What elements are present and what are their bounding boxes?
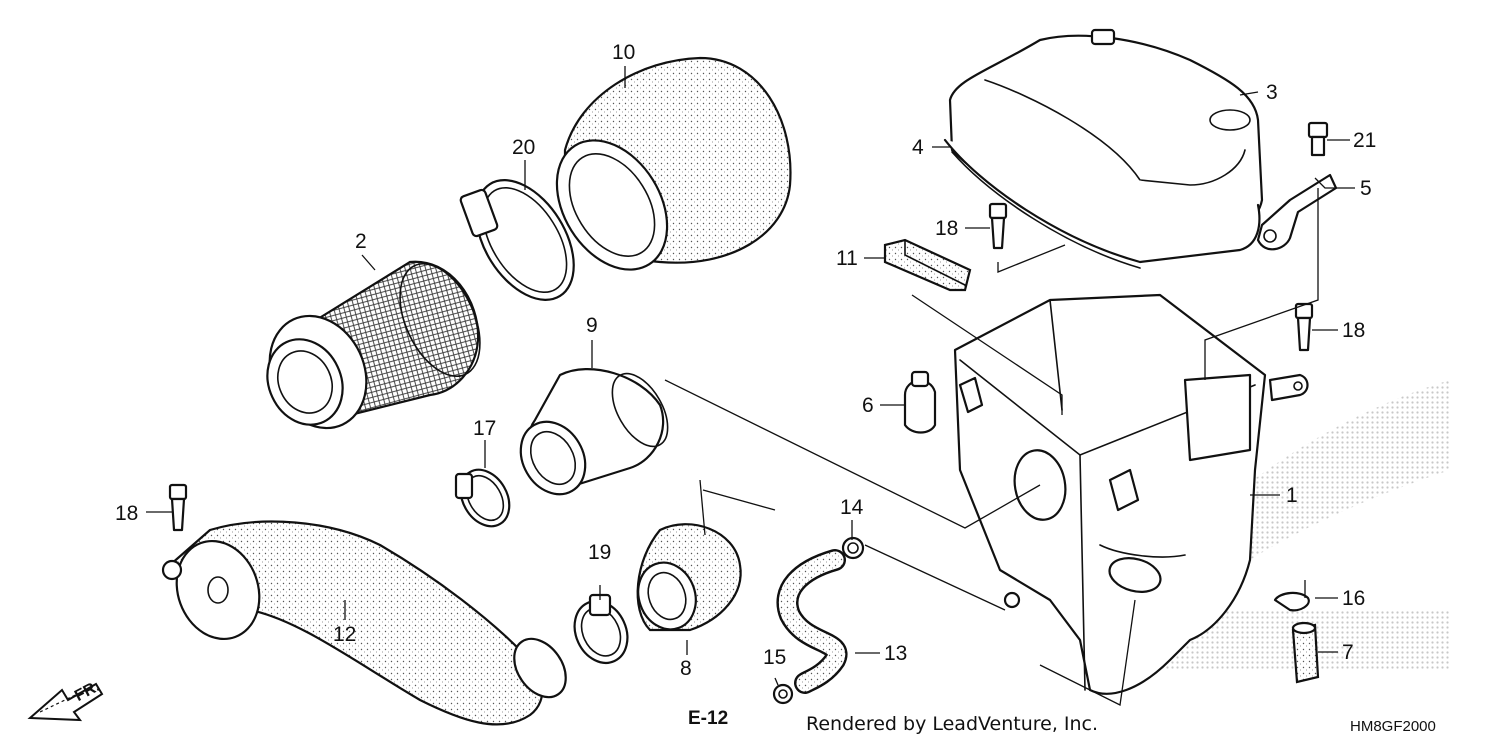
- part-6-clip: [903, 370, 937, 434]
- callout-17: 17: [473, 417, 497, 440]
- part-20-band-clamp: [459, 179, 575, 301]
- callout-9: 9: [586, 314, 598, 337]
- callout-18-upper: 18: [935, 217, 959, 240]
- part-2-element-cage: [266, 260, 481, 430]
- callout-15: 15: [763, 646, 787, 669]
- leader-lines: [146, 66, 1355, 706]
- front-direction-arrow: [27, 682, 104, 722]
- callout-1: 1: [1286, 484, 1298, 507]
- part-11-foam-strip: [883, 238, 972, 292]
- callout-6: 6: [862, 394, 874, 417]
- callout-10: 10: [612, 41, 636, 64]
- credit-text: Rendered by LeadVenture, Inc.: [806, 713, 1099, 735]
- callout-8: 8: [680, 657, 692, 680]
- callout-14: 14: [840, 496, 864, 519]
- part-14-clip: [841, 536, 865, 560]
- part-18-bolt-right: [1294, 302, 1314, 352]
- part-17-hose-clamp: [454, 468, 511, 528]
- diagram-code: HM8GF2000: [1350, 718, 1436, 735]
- part-10-foam-element: [555, 56, 792, 271]
- callout-18-left: 18: [115, 502, 139, 525]
- part-15-clip: [772, 683, 794, 705]
- callout-18-right: 18: [1342, 319, 1366, 342]
- callout-4: 4: [912, 136, 924, 159]
- callout-19: 19: [588, 541, 612, 564]
- callout-2: 2: [355, 230, 367, 253]
- part-18-bolt-upper: [988, 202, 1008, 250]
- part-16-clip: [1273, 591, 1310, 612]
- part-18-bolt-left: [168, 483, 188, 532]
- reference-label: E-12: [688, 708, 729, 729]
- callout-21: 21: [1353, 129, 1377, 152]
- callout-12: 12: [333, 623, 357, 646]
- part-12-intake-duct: [161, 520, 567, 726]
- callout-13: 13: [884, 642, 908, 665]
- part-13-drain-hose: [776, 549, 848, 694]
- callout-16: 16: [1342, 587, 1366, 610]
- part-9-connecting-tube: [519, 368, 669, 496]
- callout-3: 3: [1266, 81, 1278, 104]
- part-19-clamp: [573, 593, 629, 664]
- part-1-air-cleaner-case: [953, 293, 1309, 695]
- part-21-bolt: [1307, 121, 1329, 157]
- part-8-intake-boot: [636, 523, 742, 632]
- callout-20: 20: [512, 136, 536, 159]
- callout-11: 11: [836, 247, 858, 270]
- part-7-drain-tube: [1291, 621, 1320, 684]
- callout-7: 7: [1342, 641, 1354, 664]
- part-4-gasket: [943, 138, 1261, 269]
- callout-5: 5: [1360, 177, 1372, 200]
- part-5-bracket: [1256, 173, 1338, 251]
